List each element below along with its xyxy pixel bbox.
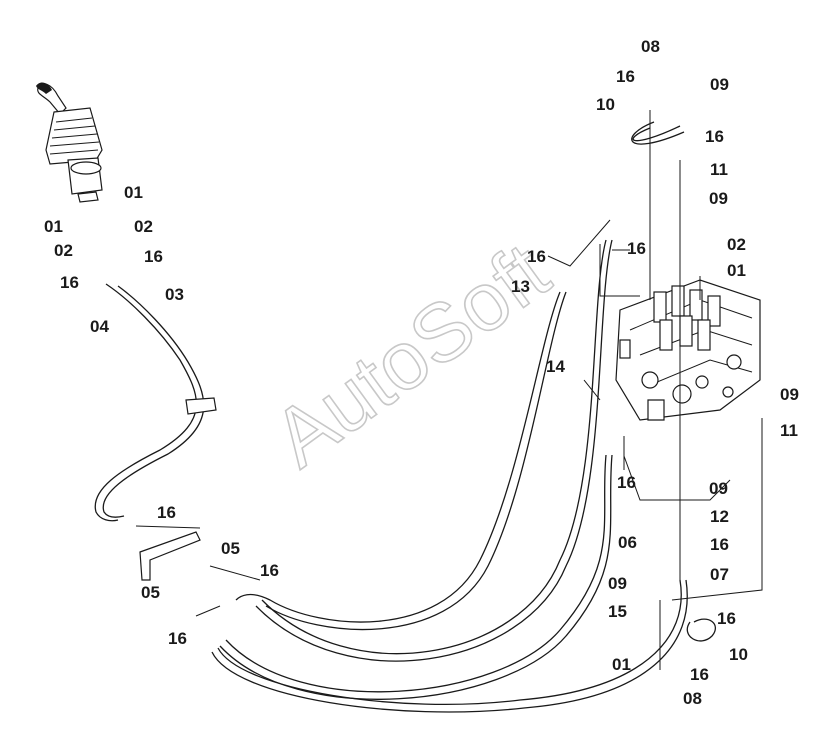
label-01-a: 01: [727, 261, 746, 280]
label-09-b: 09: [709, 189, 728, 208]
label-12: 12: [710, 507, 729, 526]
label-16-g: 16: [617, 473, 636, 492]
label-16-k: 16: [157, 503, 176, 522]
label-10-a: 10: [596, 95, 615, 114]
label-04: 04: [90, 317, 109, 336]
label-16-j: 16: [690, 665, 709, 684]
label-09-a: 09: [710, 75, 729, 94]
label-16-e: 16: [144, 247, 163, 266]
label-10-b: 10: [729, 645, 748, 664]
label-14: 14: [546, 357, 565, 376]
label-09-e: 09: [608, 574, 627, 593]
label-16-b: 16: [705, 127, 724, 146]
label-08-top: 08: [641, 37, 660, 56]
label-01-c: 01: [44, 217, 63, 236]
label-16-m: 16: [168, 629, 187, 648]
label-05-b: 05: [141, 583, 160, 602]
label-16-c: 16: [627, 239, 646, 258]
label-07: 07: [710, 565, 729, 584]
label-16-h: 16: [710, 535, 729, 554]
label-16-a: 16: [616, 67, 635, 86]
label-13: 13: [511, 277, 530, 296]
label-03: 03: [165, 285, 184, 304]
label-16-f: 16: [60, 273, 79, 292]
label-11-a: 11: [710, 160, 728, 179]
leader-lines: [135, 219, 763, 617]
label-05-a: 05: [221, 539, 240, 558]
label-16-i: 16: [717, 609, 736, 628]
label-01-d: 01: [612, 655, 631, 674]
joystick: [36, 82, 103, 203]
callout-labels: 08 16 09 10 16 11 09 16 02 16 01 13 01 0…: [44, 37, 799, 708]
bracket: [139, 397, 217, 581]
label-16-d: 16: [527, 247, 546, 266]
label-16-l: 16: [260, 561, 279, 580]
label-06: 06: [618, 533, 637, 552]
label-01-b: 01: [124, 183, 143, 202]
label-15: 15: [608, 602, 627, 621]
control-valve-block: [615, 279, 761, 421]
label-08-bottom: 08: [683, 689, 702, 708]
label-11-b: 11: [780, 421, 798, 440]
label-09-c: 09: [780, 385, 799, 404]
label-02-b: 02: [134, 217, 153, 236]
label-02-c: 02: [54, 241, 73, 260]
label-09-d: 09: [709, 479, 728, 498]
hoses: [94, 110, 717, 713]
label-02-a: 02: [727, 235, 746, 254]
